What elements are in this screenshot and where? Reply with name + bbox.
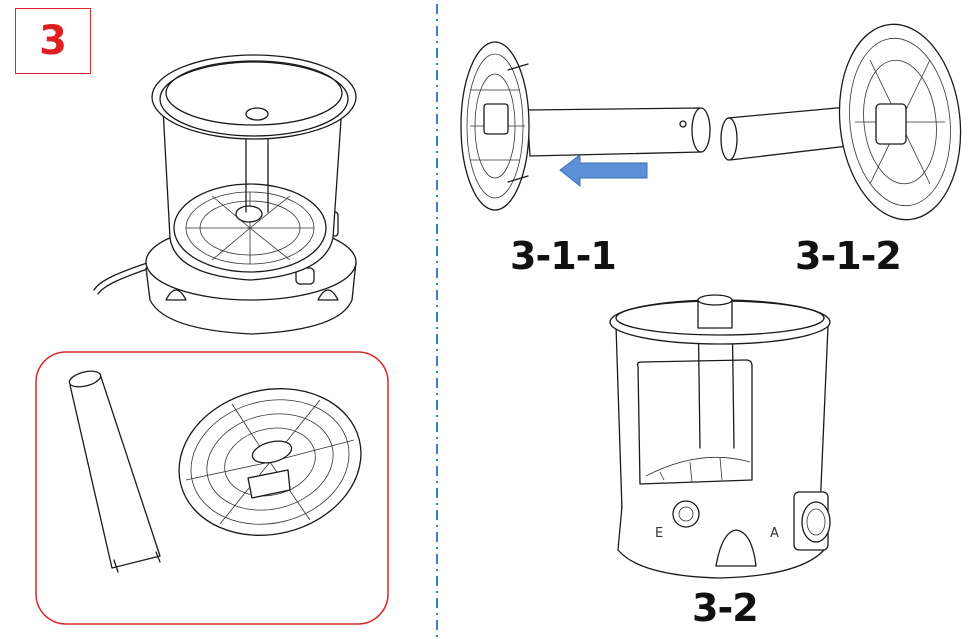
part-3-1-2-drawing	[720, 23, 962, 221]
caption-3-2: 3-2	[692, 586, 759, 630]
insert-direction-arrow	[559, 154, 648, 188]
fan-disc-part-drawing	[178, 388, 362, 536]
tube-part-drawing	[68, 370, 161, 573]
step-number-box	[15, 8, 91, 74]
caption-3-1-2: 3-1-2	[795, 234, 902, 278]
assembled-unit-drawing	[93, 54, 357, 335]
part-3-2-drawing	[609, 294, 831, 579]
parts-box	[35, 351, 389, 625]
device-label-a: A	[770, 526, 779, 541]
caption-3-1-1: 3-1-1	[510, 234, 617, 278]
part-3-1-1-drawing	[460, 41, 711, 211]
device-label-e: E	[655, 526, 664, 541]
step-number: 3	[39, 18, 67, 64]
